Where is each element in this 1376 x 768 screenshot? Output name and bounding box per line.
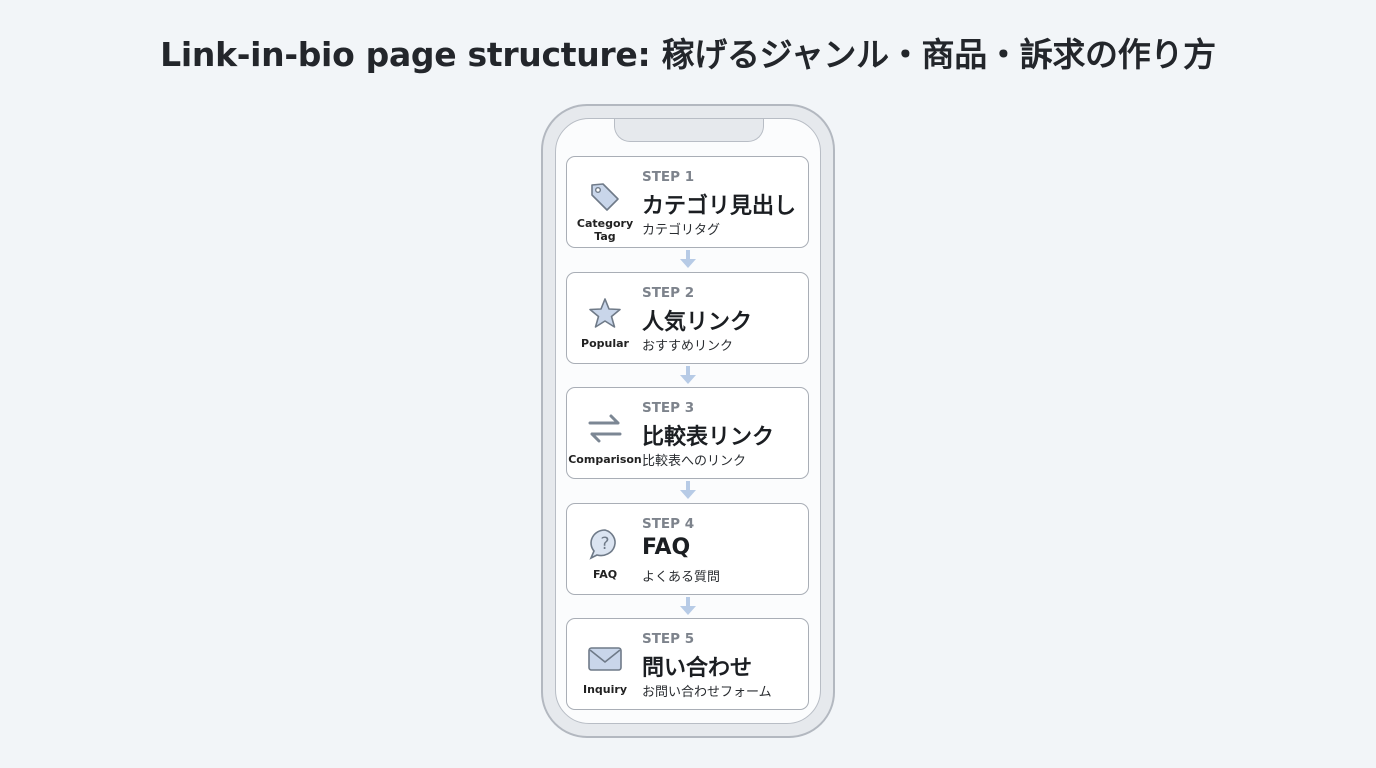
step-number: STEP 4	[642, 516, 695, 532]
step-subtitle: カテゴリタグ	[642, 223, 721, 238]
page-title: Link-in-bio page structure: 稼げるジャンル・商品・訴…	[160, 35, 1216, 74]
icon-label: FAQ	[592, 568, 618, 581]
step-subtitle: おすすめリンク	[642, 339, 734, 354]
step-card: Comparison STEP 3 比較表リンク 比較表へのリンク	[566, 387, 809, 479]
icon-label: Inquiry	[583, 683, 627, 696]
down-arrow-icon	[680, 597, 696, 615]
step-number: STEP 3	[642, 400, 695, 416]
icon-label: Popular	[581, 337, 629, 350]
step-subtitle: お問い合わせフォーム	[642, 685, 772, 700]
step-card: ? FAQ STEP 4 FAQ よくある質問	[566, 503, 809, 595]
step-card: Inquiry STEP 5 問い合わせ お問い合わせフォーム	[566, 618, 809, 710]
step-number: STEP 1	[642, 169, 695, 185]
step-heading: 人気リンク	[642, 310, 753, 335]
svg-text:?: ?	[600, 534, 609, 554]
step-heading: 比較表リンク	[642, 425, 775, 450]
step-heading: FAQ	[642, 535, 691, 560]
down-arrow-icon	[680, 366, 696, 384]
down-arrow-icon	[680, 481, 696, 499]
envelope-icon	[581, 643, 629, 675]
step-card: Popular STEP 2 人気リンク おすすめリンク	[566, 272, 809, 364]
star-icon	[581, 297, 629, 329]
step-subtitle: よくある質問	[642, 570, 721, 585]
icon-label: Comparison	[568, 453, 642, 466]
tag-icon	[581, 181, 629, 213]
step-heading: 問い合わせ	[642, 656, 753, 681]
swap-arrows-icon	[581, 412, 629, 444]
step-number: STEP 5	[642, 631, 695, 647]
step-subtitle: 比較表へのリンク	[642, 454, 747, 469]
step-number: STEP 2	[642, 285, 695, 301]
step-heading: カテゴリ見出し	[642, 194, 797, 219]
down-arrow-icon	[680, 250, 696, 268]
question-bubble-icon: ?	[581, 528, 629, 560]
phone-notch	[614, 119, 764, 142]
